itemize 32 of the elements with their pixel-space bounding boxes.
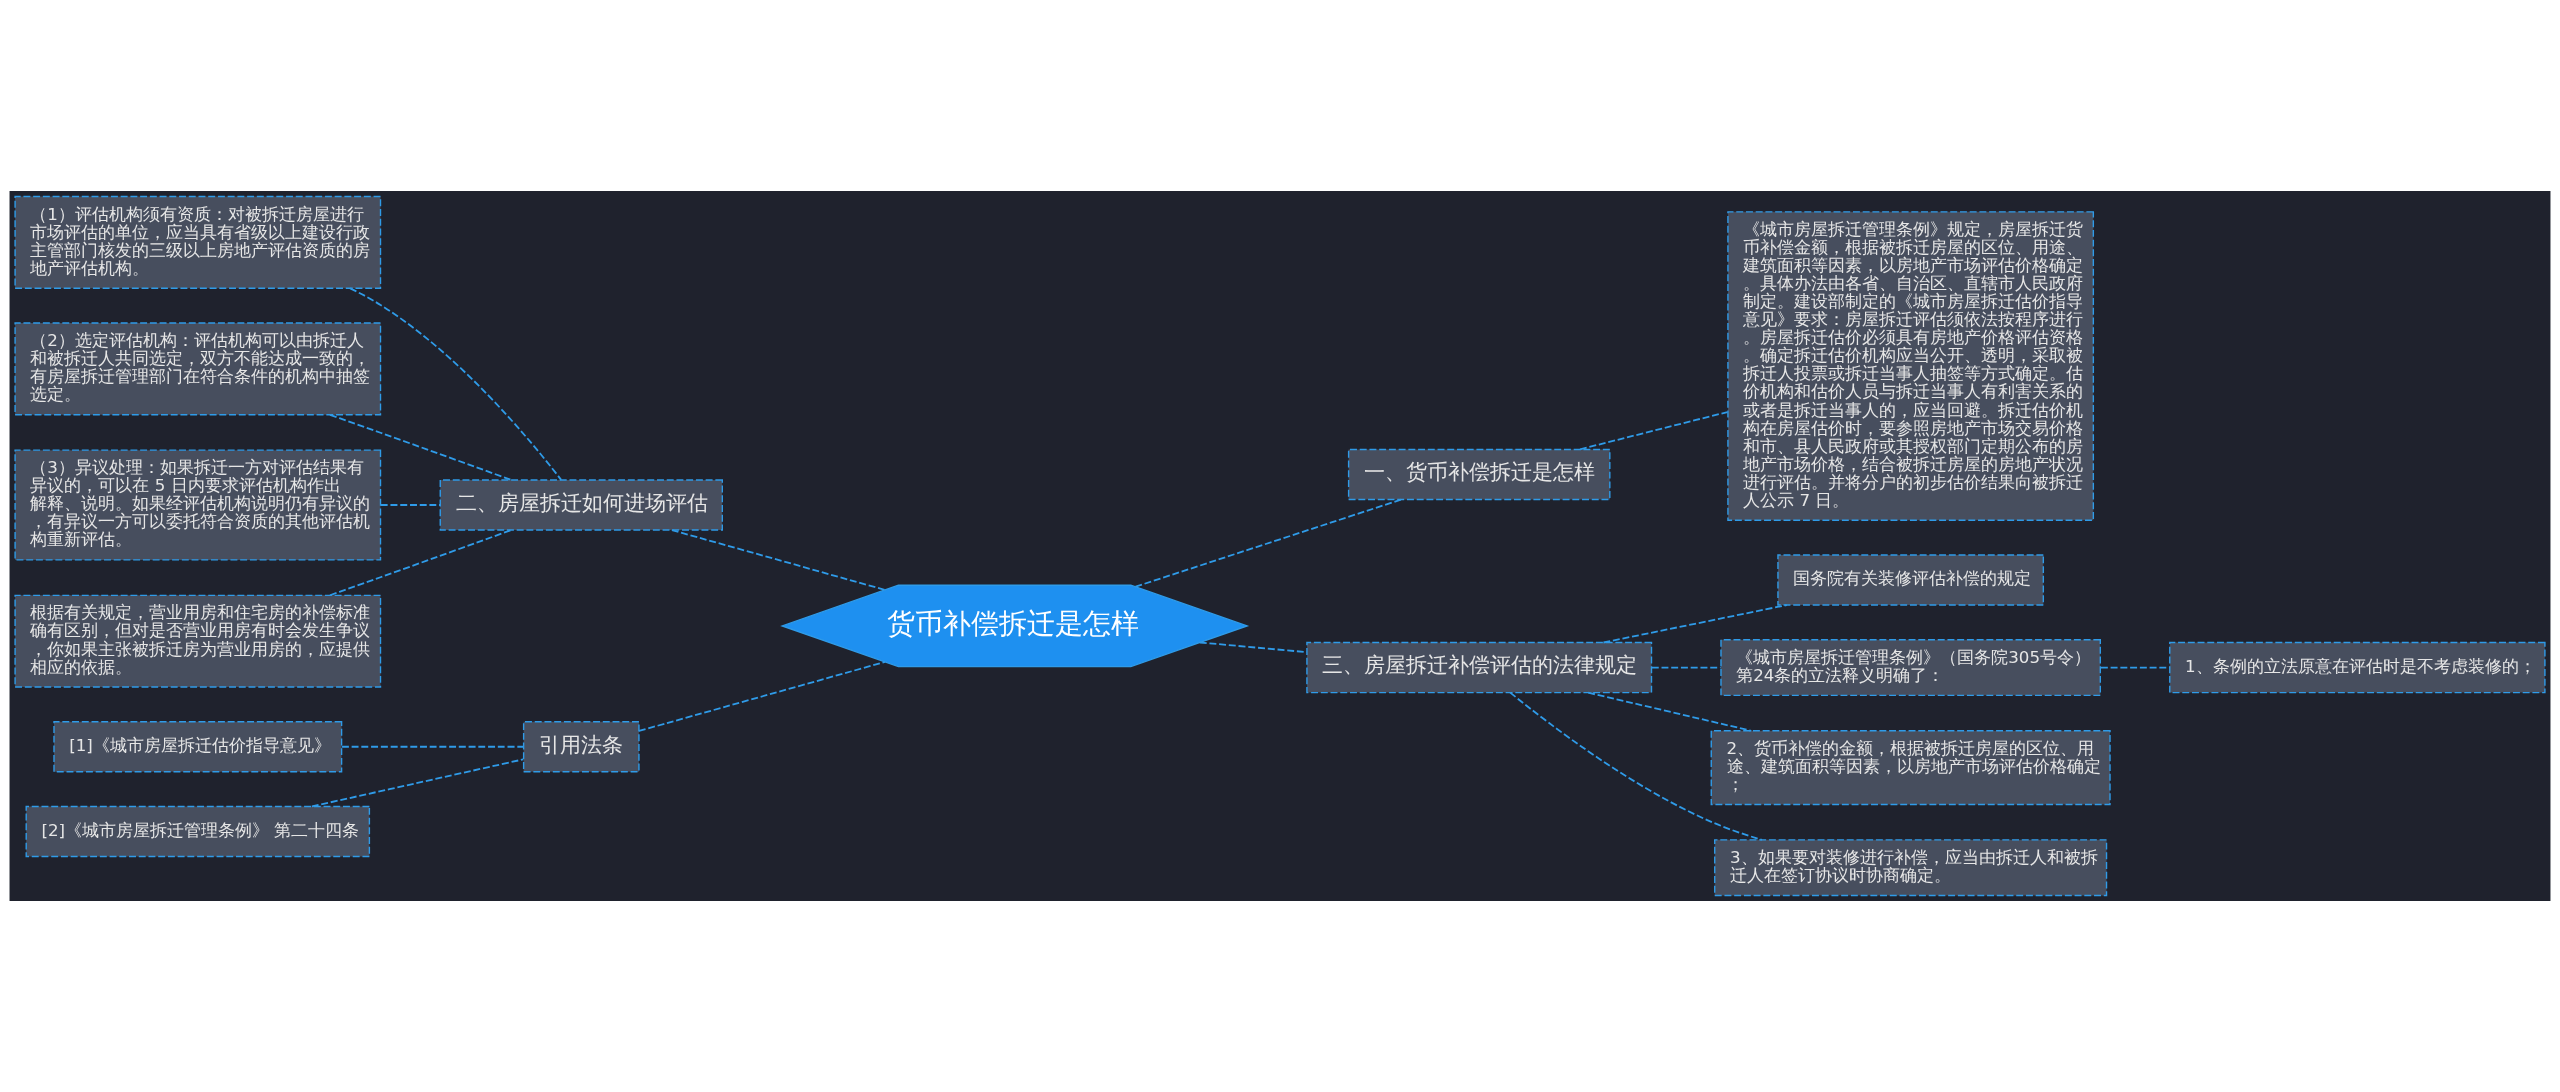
connector bbox=[329, 529, 513, 597]
connector bbox=[329, 413, 513, 481]
node-box: （1）评估机构须有资质：对被拆迁房屋进行市场评估的单位，应当具有省级以上建设行政主管部门核发的三级以上房地产评估资质的房地产评估机构。 bbox=[14, 195, 382, 289]
connector bbox=[671, 529, 886, 591]
node-box: 《城市房屋拆迁管理条例》（国务院305号令）第24条的立法释义明确了： bbox=[1720, 639, 2101, 697]
connector bbox=[1198, 641, 1308, 654]
connector bbox=[638, 661, 886, 732]
connector bbox=[349, 287, 563, 481]
node-box: 1、条例的立法原意在评估时是不考虑装修的； bbox=[2169, 641, 2546, 694]
node-box: 国务院有关装修评估补偿的规定 bbox=[1777, 554, 2045, 606]
connector bbox=[1650, 666, 1722, 669]
connector bbox=[310, 758, 525, 808]
connector bbox=[1587, 691, 1753, 732]
connector bbox=[341, 745, 525, 748]
connector bbox=[2100, 666, 2171, 669]
node-box: （2）选定评估机构：评估机构可以由拆迁人和被拆迁人共同选定，双方不能达成一致的，有房屋拆迁管理部门在符合条件的机构中抽签选定。 bbox=[14, 322, 382, 416]
node-box: 二、房屋拆迁如何进场评估 bbox=[439, 479, 723, 531]
node-box: 2、货币补偿的金额，根据被拆迁房屋的区位、用途、建筑面积等因素，以房地产市场评估价格确定； bbox=[1710, 730, 2111, 806]
node-box: （3）异议处理：如果拆迁一方对评估结果有异议的，可以在 5 日内要求评估机构作出解释、说明。如果经评估机构说明仍有异议的，有异议一方可以委托符合资质的其他评估机构重新评估。 bbox=[14, 449, 382, 561]
connector bbox=[1602, 604, 1788, 644]
node-box: 《城市房屋拆迁管理条例》规定，房屋拆迁货币补偿金额，根据被拆迁房屋的区位、用途、建筑面积等因素，以房地产市场评估价格确定。具体办法由各省、自治区、直辖市人民政府制定。建设部制定的《城市房屋拆迁估价指导意见》要求：房屋拆迁评估须依法按程序进行。房屋拆迁估价必须具有房地产价格评估资格。确定拆迁估价机构应当公开、透明，采取被拆迁人投票或拆迁当事人抽签等方式确定。估价机构和估价人员与拆迁当事人有利害关系的或者是拆迁当事人的，应当回避。拆迁估价机构在房屋估价时，要参照房地产市场交易价格和市、县人民政府或其授权部门定期公布的房地产市场价格，结合被拆迁房屋的房地产状况进行评估。并将分户的初步估价结果向被拆迁人公示 7 日。 bbox=[1727, 211, 2095, 521]
node-box: 3、如果要对装修进行补偿，应当由拆迁人和被拆迁人在签订协议时协商确定。 bbox=[1714, 839, 2108, 897]
node-box: 根据有关规定，营业用房和住宅房的补偿标准确有区别，但对是否营业用房有时会发生争议，你如果主张被拆迁房为营业用房的，应提供相应的依据。 bbox=[14, 594, 382, 688]
connector bbox=[1509, 691, 1763, 841]
node-box: 一、货币补偿拆迁是怎样 bbox=[1347, 448, 1611, 501]
node-box: 引用法条 bbox=[522, 721, 640, 773]
connector bbox=[1579, 411, 1729, 451]
node-box: 三、房屋拆迁补偿评估的法律规定 bbox=[1306, 641, 1653, 694]
node-box: [1]《城市房屋拆迁估价指导意见》 bbox=[53, 721, 343, 773]
connector bbox=[379, 504, 441, 506]
connector bbox=[1134, 498, 1403, 588]
node-box: [2]《城市房屋拆迁管理条例》 第二十四条 bbox=[25, 805, 371, 858]
